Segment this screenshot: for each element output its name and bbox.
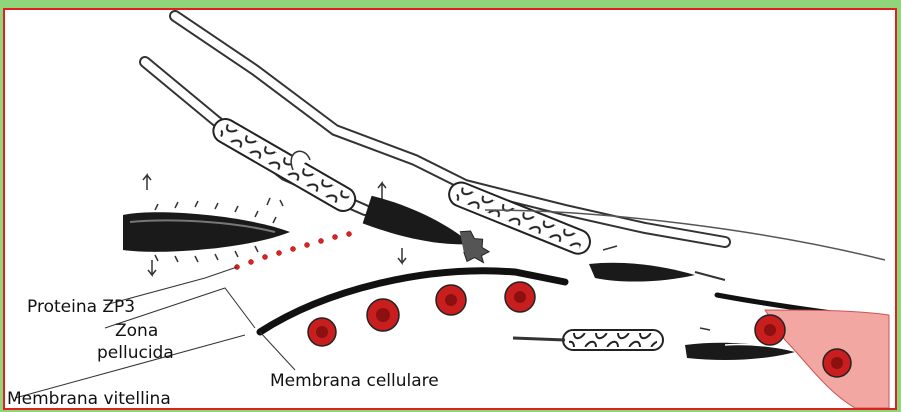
upper-sperm-tail [175,16,725,242]
diagram-panel: Proteina ZP3 Zona pellucida Membrana vit… [3,8,897,410]
label-proteina-zp3: Proteina ZP3 [27,298,135,316]
label-zona-line1: Zona [115,322,158,340]
label-membrana-vitellina: Membrana vitellina [7,390,171,408]
sperm-head-right [589,263,725,282]
lower-sperm-tail [513,338,565,340]
figure-frame: Proteina ZP3 Zona pellucida Membrana vit… [0,5,901,412]
label-zona-line2: pellucida [97,344,174,362]
midpiece-coil-3 [563,330,663,350]
sperm-head-lower [685,343,800,360]
label-membrana-cellulare: Membrana cellulare [270,372,439,390]
sperm-head-left [123,201,290,262]
